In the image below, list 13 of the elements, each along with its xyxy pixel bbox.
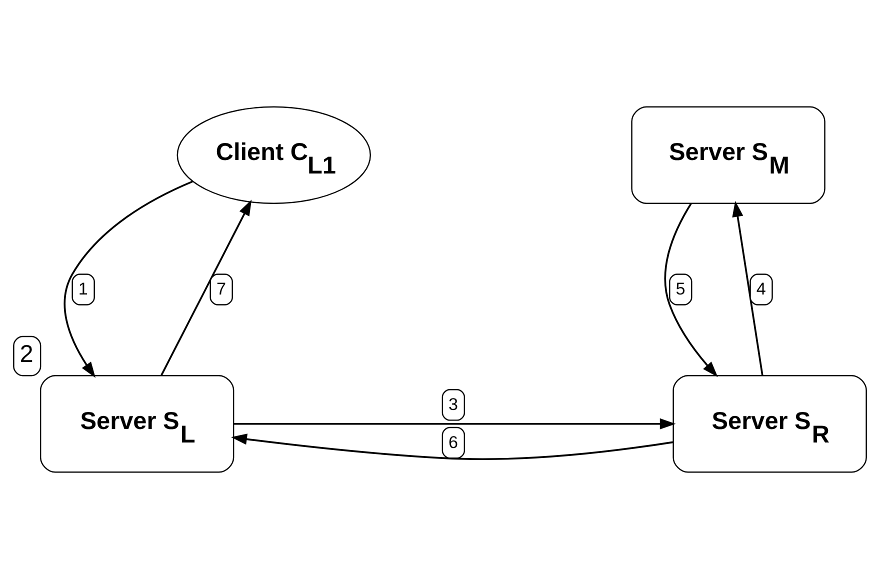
edge-label: 5 — [676, 280, 686, 299]
edge-label: 1 — [78, 280, 88, 299]
arrow — [732, 200, 764, 376]
arrow — [64, 180, 193, 378]
arrow — [234, 418, 676, 430]
arrow — [231, 434, 674, 460]
arrow — [664, 203, 718, 378]
edge-label: 7 — [216, 280, 226, 299]
node-label: 2 — [20, 341, 34, 368]
edge-label: 6 — [448, 432, 458, 452]
arrow — [160, 200, 252, 376]
edge-label: 3 — [448, 395, 458, 414]
edge-label: 4 — [756, 280, 766, 299]
